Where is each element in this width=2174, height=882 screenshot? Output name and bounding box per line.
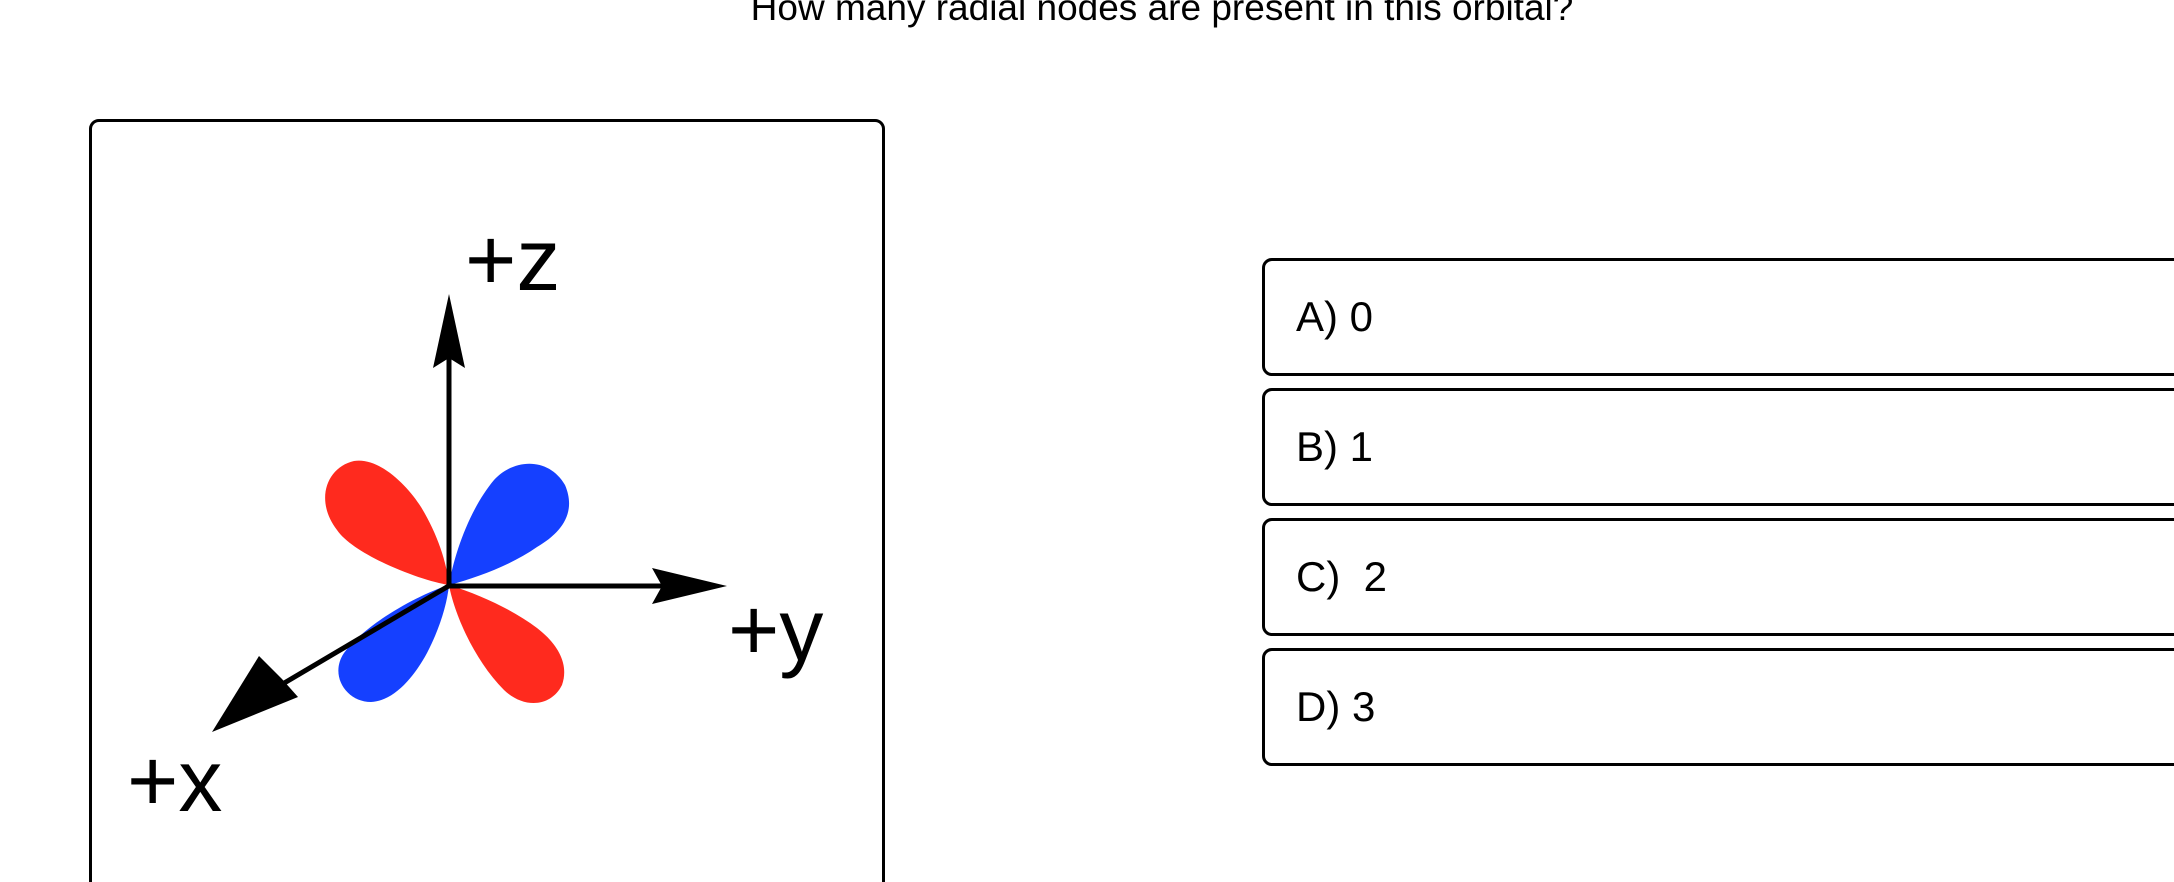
- y-axis-label: +y: [728, 580, 823, 679]
- lobe-upper-left: [325, 460, 449, 585]
- lobe-upper-right: [449, 463, 570, 585]
- choice-d-button[interactable]: D) 3: [1262, 648, 2174, 766]
- z-axis-arrowhead: [433, 294, 465, 368]
- lobe-lower-left: [338, 585, 449, 702]
- question-text: How many radial nodes are present in thi…: [750, 0, 1574, 28]
- y-axis-arrowhead: [652, 568, 727, 604]
- z-axis-label: +z: [465, 210, 560, 309]
- choice-a-button[interactable]: A) 0: [1262, 258, 2174, 376]
- choice-b-label: B) 1: [1296, 423, 1374, 470]
- lobe-lower-right: [449, 585, 565, 703]
- choice-c-label: C) 2: [1296, 553, 1388, 600]
- orbital-figure-panel: +z +y +x: [89, 119, 885, 882]
- choice-c-button[interactable]: C) 2: [1262, 518, 2174, 636]
- choice-a-label: A) 0: [1296, 293, 1374, 340]
- x-axis-label: +x: [127, 731, 222, 830]
- orbital-diagram: +z +y +x: [127, 210, 823, 830]
- choice-b-button[interactable]: B) 1: [1262, 388, 2174, 506]
- choice-d-label: D) 3: [1296, 683, 1376, 730]
- x-axis-arrowhead: [212, 656, 298, 732]
